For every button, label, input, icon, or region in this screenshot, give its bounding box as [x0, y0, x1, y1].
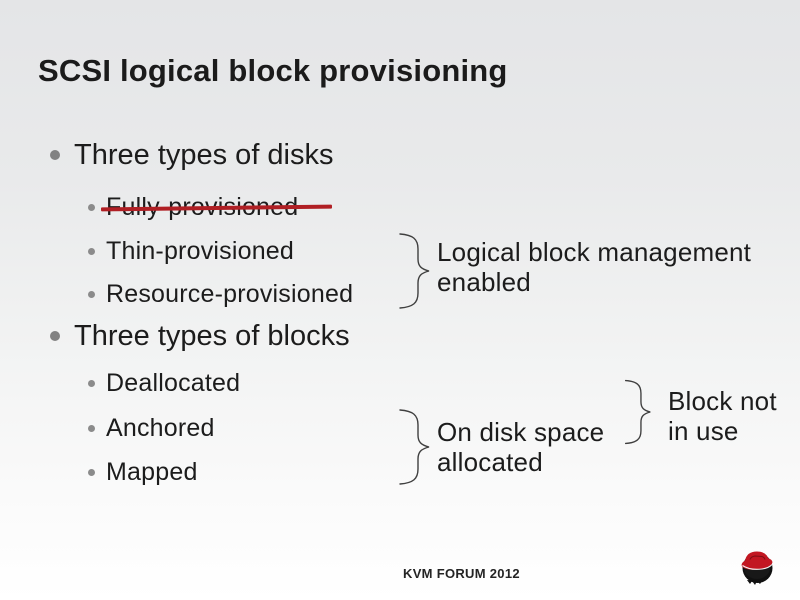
list-item-blocks: Three types of blocks [50, 318, 350, 354]
bullet-icon [50, 331, 60, 341]
list-item-thin-provisioned: Thin-provisioned [88, 236, 294, 266]
list-item-label: Three types of blocks [74, 320, 350, 352]
annotation-logical-block-management: Logical block management enabled [437, 237, 751, 297]
list-item-label: Anchored [106, 414, 215, 442]
slide-title: SCSI logical block provisioning [38, 53, 508, 88]
bullet-icon [88, 468, 95, 476]
list-item-label: Resource-provisioned [106, 280, 354, 308]
list-item-label: Three types of disks [74, 139, 334, 171]
bullet-icon [88, 203, 95, 211]
curly-brace-icon [391, 408, 431, 486]
annotation-line: enabled [437, 267, 531, 297]
redhat-logo-icon [738, 547, 778, 589]
list-item-resource-provisioned: Resource-provisioned [88, 279, 353, 309]
list-item-deallocated: Deallocated [88, 368, 240, 398]
bullet-icon [88, 247, 95, 255]
curly-brace-icon [618, 372, 652, 452]
list-item-disks: Three types of disks [50, 137, 334, 173]
list-item-label: Mapped [106, 458, 198, 486]
bullet-icon [50, 150, 60, 160]
annotation-block-not-in-use: Block not in use [668, 386, 777, 446]
annotation-line: Logical block management [437, 237, 752, 267]
bullet-icon [88, 424, 95, 432]
annotation-line: On disk space [437, 417, 605, 447]
list-item-anchored: Anchored [88, 413, 215, 443]
annotation-line: allocated [437, 447, 543, 477]
list-item-label: Deallocated [106, 369, 241, 397]
bullet-icon [88, 379, 95, 387]
bullet-icon [88, 290, 95, 298]
slide-footer: KVM FORUM 2012 [403, 566, 520, 581]
annotation-line: Block not [668, 386, 777, 416]
annotation-line: in use [668, 416, 739, 446]
curly-brace-icon [391, 232, 431, 310]
list-item-mapped: Mapped [88, 457, 198, 487]
list-item-label: Thin-provisioned [106, 237, 295, 265]
annotation-on-disk-space-allocated: On disk space allocated [437, 417, 604, 477]
